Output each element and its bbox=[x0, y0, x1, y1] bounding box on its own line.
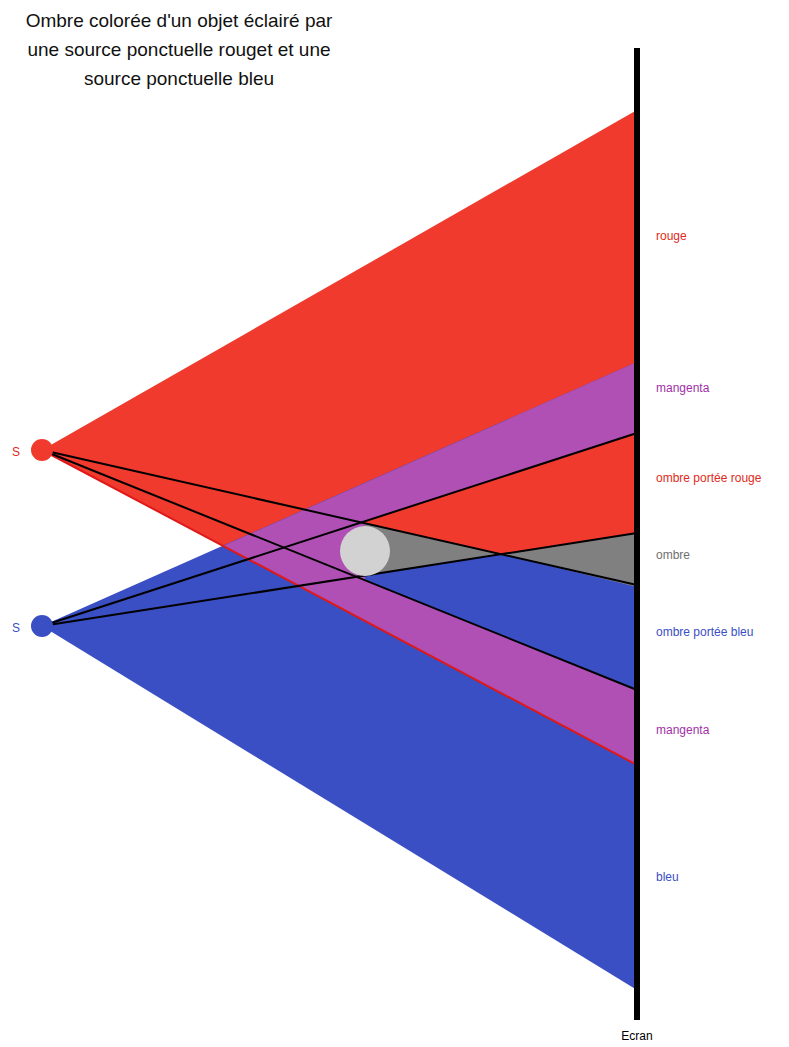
region-label: rouge bbox=[656, 229, 687, 243]
ray bbox=[42, 433, 637, 626]
object bbox=[340, 526, 390, 576]
region-label: ombre portée rouge bbox=[656, 471, 761, 485]
region-label: mangenta bbox=[656, 723, 709, 737]
red-edge-line bbox=[42, 450, 637, 765]
screen-label: Ecran bbox=[621, 1029, 652, 1043]
screen bbox=[634, 48, 640, 1020]
ray bbox=[42, 450, 637, 690]
ray bbox=[42, 533, 637, 626]
region-label: ombre bbox=[656, 548, 690, 562]
blue-source bbox=[31, 615, 53, 637]
region-label: mangenta bbox=[656, 381, 709, 395]
title: Ombre colorée d'un objet éclairé par une… bbox=[14, 6, 344, 93]
ray bbox=[42, 450, 637, 585]
blue-light-cone bbox=[42, 362, 637, 990]
source-label: S bbox=[12, 445, 20, 459]
region-label: ombre portée bleu bbox=[656, 625, 753, 639]
magenta-overlap bbox=[223, 362, 637, 765]
region-label: bleu bbox=[656, 870, 679, 884]
source-label: S bbox=[12, 621, 20, 635]
red-source bbox=[31, 439, 53, 461]
umbra bbox=[501, 533, 637, 587]
